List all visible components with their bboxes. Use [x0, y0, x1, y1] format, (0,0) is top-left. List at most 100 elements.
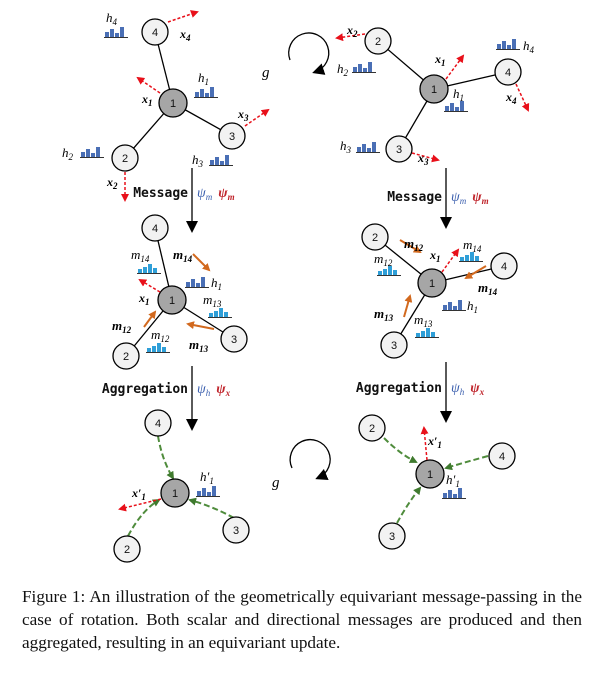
node-4-agg: 4 — [144, 409, 172, 437]
label-h1-msg-rotated: h — [467, 298, 474, 313]
label-m13-vector-rotated: m — [374, 306, 384, 321]
scalar-bars-h3 — [209, 155, 233, 166]
scalar-bars-h1 — [194, 87, 218, 98]
svg-text:x′1: x′1 — [427, 434, 442, 450]
label-x2: x — [106, 175, 113, 189]
label-h4: h — [106, 10, 113, 25]
node-3-msg-rotated: 3 — [380, 331, 408, 359]
label-x1-rotated: x — [434, 52, 441, 66]
label-g-top: g — [262, 65, 270, 81]
svg-text:1: 1 — [427, 469, 433, 481]
svg-text:4: 4 — [152, 223, 158, 235]
message-arrow-m13 — [186, 321, 215, 330]
svg-text:h2: h2 — [337, 61, 349, 78]
label-x4: x — [179, 27, 186, 41]
message-label-left: Message — [133, 186, 188, 201]
message-arrow-m13-rotated — [403, 294, 413, 318]
panel-messages-right: 2 4 3 1 m12 x1 m14 m12 m14 h1 m13 m13 — [361, 223, 518, 359]
svg-text:m13: m13 — [414, 312, 433, 329]
node-2-agg-rotated: 2 — [358, 414, 386, 442]
scalar-bars-h4 — [104, 27, 128, 38]
vector-arrow-x1-msg-rotated — [441, 248, 460, 273]
label-m14-vector-rotated: m — [478, 280, 488, 295]
svg-text:x1: x1 — [141, 92, 153, 108]
svg-text:2: 2 — [369, 423, 375, 435]
svg-text:2: 2 — [375, 36, 381, 48]
message-bars-m14 — [137, 264, 161, 274]
svg-text:m12: m12 — [404, 236, 424, 253]
vector-arrow-x1 — [136, 76, 161, 94]
node-4: 4 — [141, 18, 169, 46]
node-1-center: 1 — [158, 88, 188, 118]
node-4-rotated: 4 — [494, 58, 522, 86]
label-m14-scalar: m — [131, 247, 140, 262]
svg-text:x3: x3 — [237, 107, 249, 123]
psi-h-right: ψ — [451, 381, 460, 396]
message-label-right: Message — [387, 190, 442, 205]
vector-arrow-x4-rotated — [515, 83, 530, 112]
label-h3: h — [192, 152, 199, 167]
node-3-rotated: 3 — [385, 135, 413, 163]
label-h1-prime: h′ — [200, 469, 210, 484]
svg-text:x4: x4 — [505, 90, 517, 106]
svg-text:x2: x2 — [106, 175, 118, 191]
node-2-agg: 2 — [113, 535, 141, 563]
node-2-label: 2 — [122, 153, 128, 165]
node-1-msg-rotated: 1 — [417, 268, 447, 298]
label-h1-rotated: h — [453, 86, 460, 101]
rotation-transform-bottom: g — [272, 438, 331, 491]
node-1-msg: 1 — [157, 285, 187, 315]
node-2-msg: 2 — [112, 342, 140, 370]
psi-m-scalar-left: ψ — [197, 186, 206, 201]
svg-text:x1: x1 — [429, 248, 441, 264]
svg-text:x2: x2 — [346, 23, 358, 39]
psi-m-vector-left: ψ — [218, 186, 228, 201]
node-1-rotated: 1 — [419, 74, 449, 104]
scalar-bars-h1-msg — [185, 277, 209, 288]
node-3-msg: 3 — [220, 325, 248, 353]
svg-text:m12: m12 — [112, 318, 132, 335]
panel-aggregated-left: 4 2 3 1 h′1 x′1 — [113, 409, 250, 563]
aggregation-label-left: Aggregation — [102, 382, 188, 397]
svg-text:4: 4 — [501, 261, 507, 273]
node-3-agg-rotated: 3 — [378, 522, 406, 550]
svg-text:x1: x1 — [434, 52, 446, 68]
label-h3-rotated: h — [340, 138, 347, 153]
label-m14-vector: m — [173, 247, 183, 262]
svg-text:4: 4 — [155, 418, 161, 430]
message-bars-m12 — [146, 343, 170, 353]
svg-text:h′1: h′1 — [200, 469, 214, 486]
scalar-bars-h4-rotated — [496, 39, 520, 50]
node-3: 3 — [218, 122, 246, 150]
node-1-agg-rotated: 1 — [415, 459, 445, 489]
message-arrow-m14 — [192, 253, 211, 272]
figure-caption: Figure 1: An illustration of the geometr… — [22, 587, 582, 652]
svg-text:4: 4 — [505, 67, 511, 79]
label-x1-msg: x — [138, 291, 145, 305]
psi-h-left: ψ — [197, 382, 206, 397]
panel-original-graph: 4 2 3 1 h4 x4 h1 x1 x3 h2 h3 x2 — [62, 10, 270, 202]
psi-m-vector-right: ψ — [472, 190, 482, 205]
label-m12-vector: m — [112, 318, 122, 333]
svg-text:2: 2 — [372, 232, 378, 244]
label-m14-scalar-rotated: m — [463, 237, 472, 252]
svg-text:h1: h1 — [467, 298, 478, 315]
svg-text:m14: m14 — [463, 237, 482, 254]
label-h1: h — [198, 70, 205, 85]
scalar-bars-h2 — [80, 147, 104, 158]
label-g-bottom: g — [272, 475, 280, 491]
label-x3: x — [237, 107, 244, 121]
label-m12-vector-rotated: m — [404, 236, 414, 251]
svg-text:2: 2 — [123, 351, 129, 363]
svg-text:h2: h2 — [62, 145, 74, 162]
label-h1-msg: h — [211, 275, 218, 290]
node-1-label: 1 — [170, 98, 176, 110]
label-m13-scalar: m — [203, 292, 212, 307]
message-arrow-m12 — [143, 310, 157, 328]
node-2: 2 — [111, 144, 139, 172]
svg-text:m12: m12 — [374, 251, 393, 268]
